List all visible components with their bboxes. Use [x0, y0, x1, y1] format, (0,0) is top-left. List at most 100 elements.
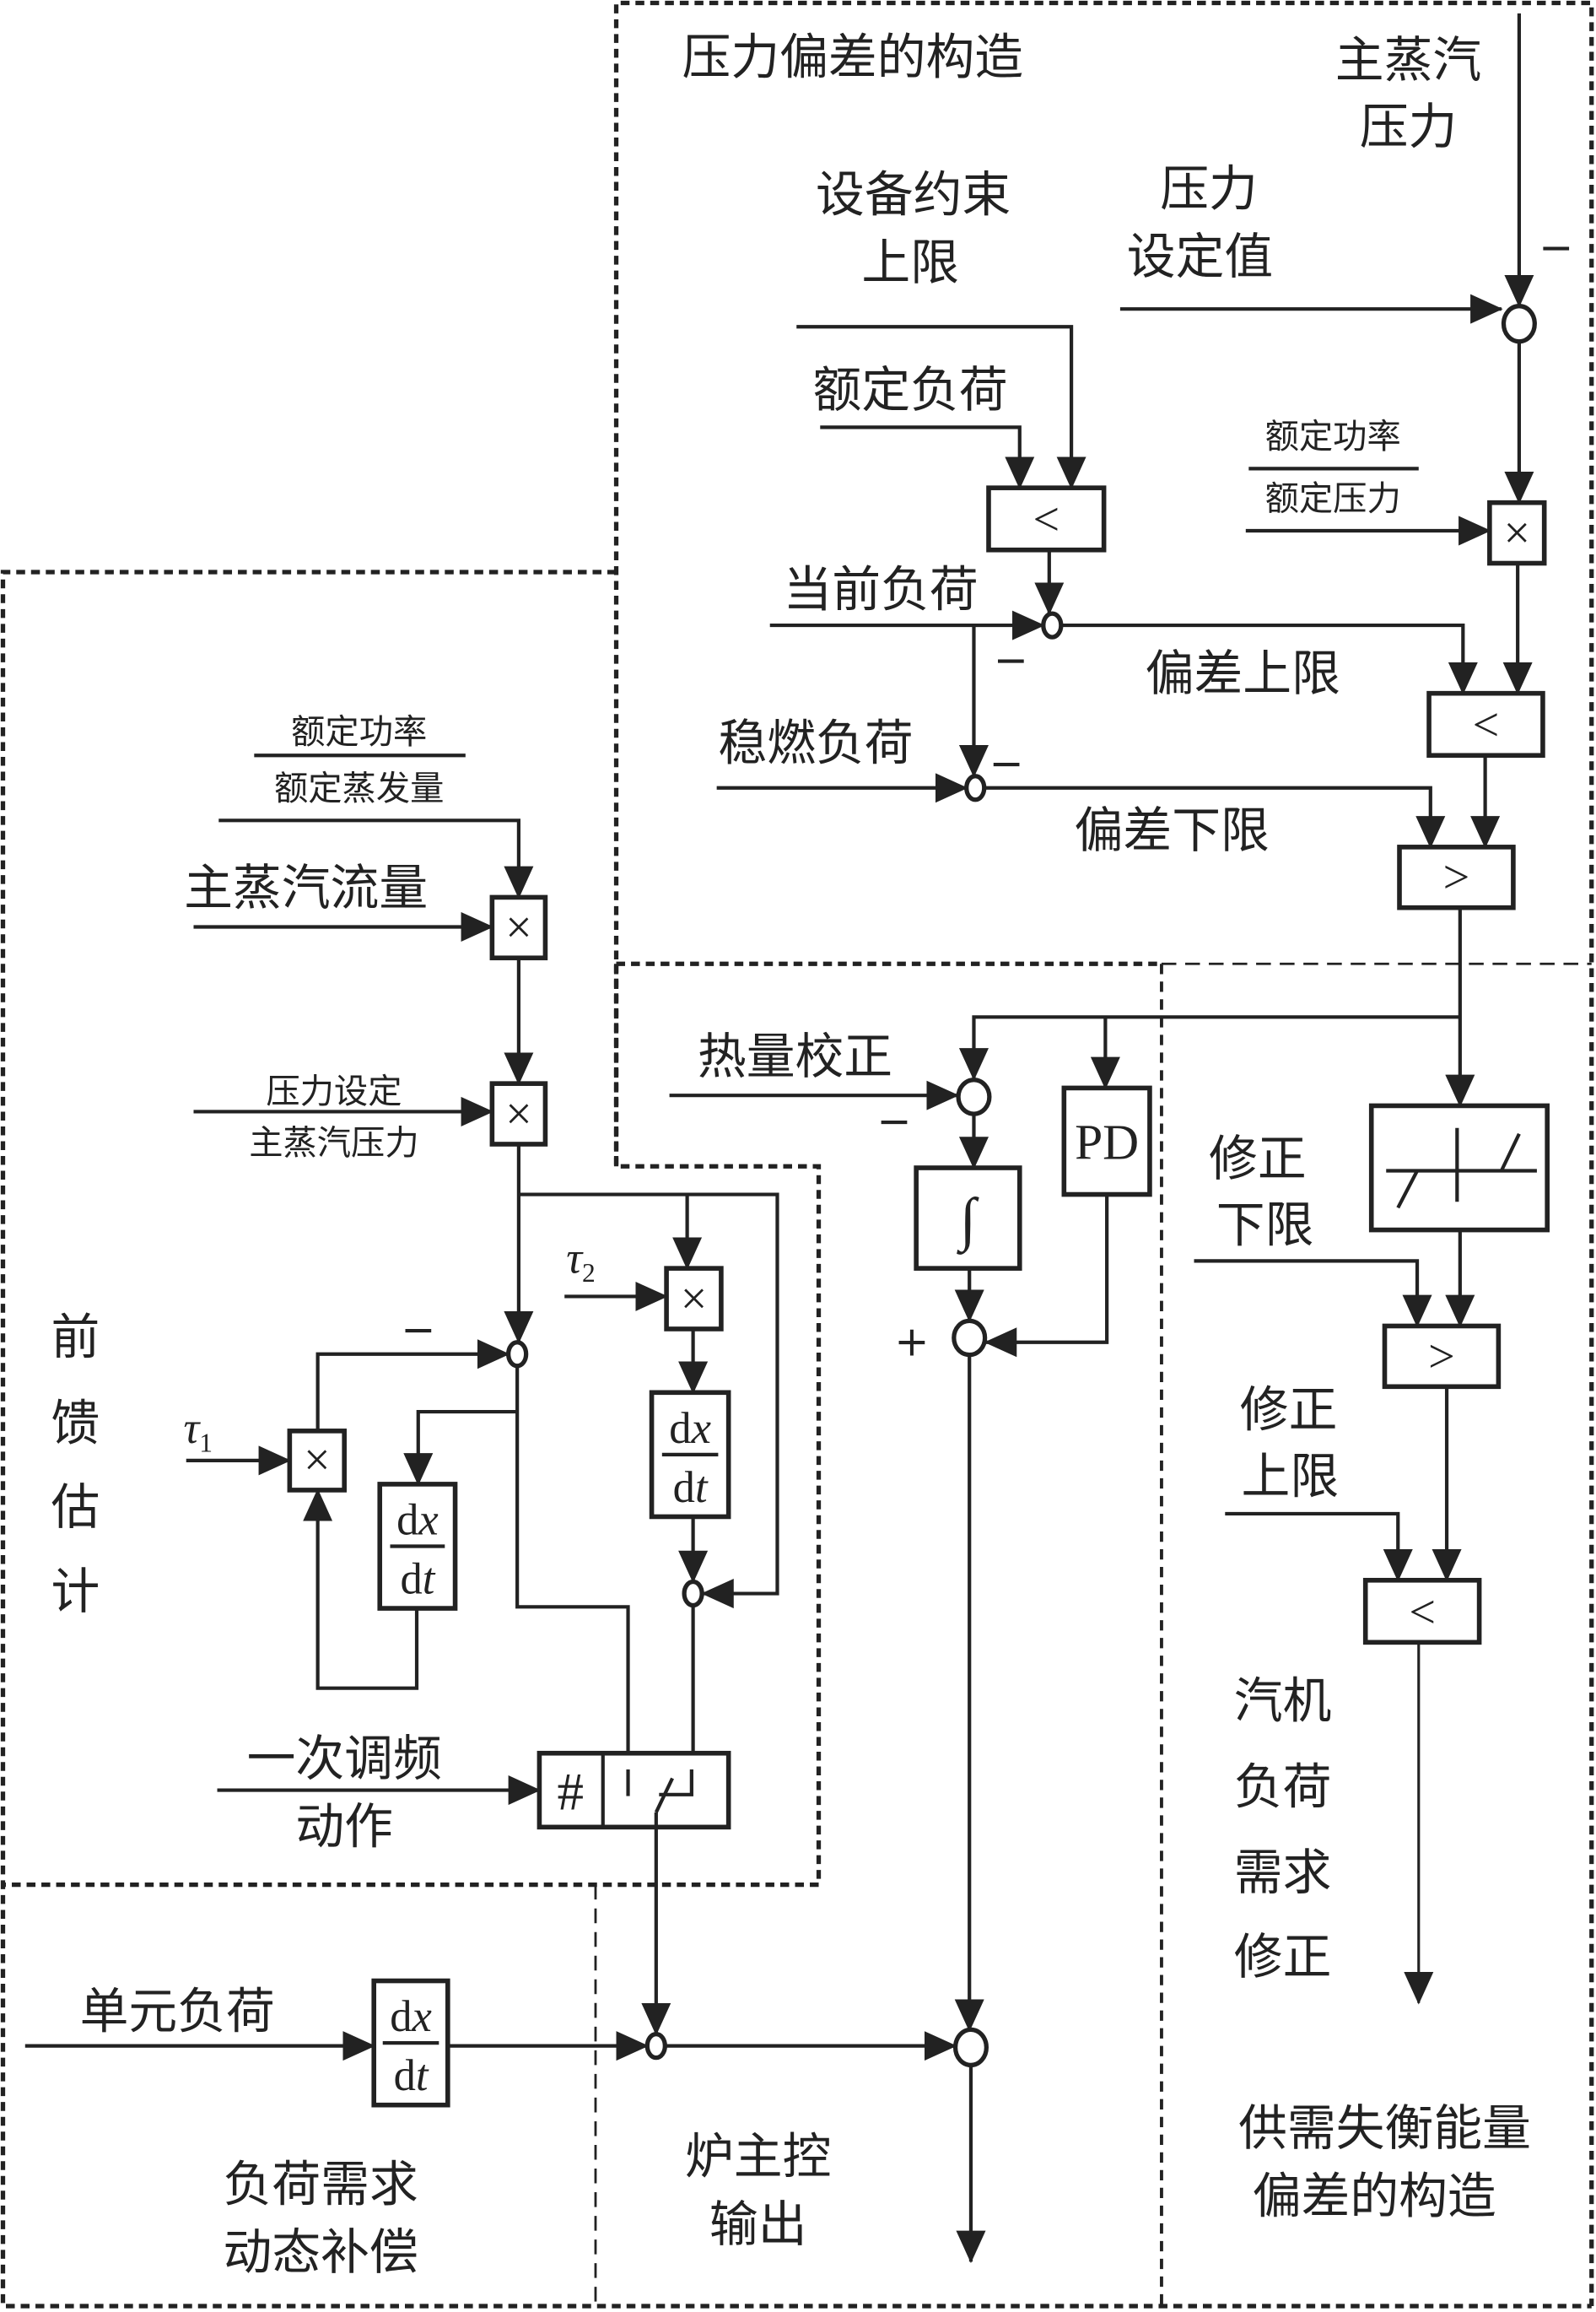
integrator-block	[914, 1165, 1022, 1271]
heat-summing-junction	[956, 1078, 992, 1116]
tau2-label: τ2	[566, 1234, 596, 1288]
derivative-denominator: dt	[394, 2051, 429, 2100]
derivative-denominator: dt	[673, 1463, 709, 1512]
upper-deviation-junction	[1041, 611, 1064, 640]
plus-sign: +	[894, 1317, 929, 1366]
pressure-multiply-block	[489, 1081, 548, 1147]
feedforward-region-border-outer	[0, 570, 1592, 2309]
main-steam-pressure-label-2: 压力	[1360, 98, 1458, 155]
rated-power-label: 额定功率	[1265, 417, 1401, 456]
min-symbol: <	[1473, 700, 1500, 752]
rated-load-signal	[820, 425, 1035, 489]
pressure-region-border	[613, 0, 1594, 2306]
max-symbol: >	[1443, 851, 1470, 904]
tau-subscript: 2	[582, 1258, 596, 1288]
boiler-master-title-2: 输出	[709, 2196, 807, 2253]
feedforward-region: 前 馈 估 计 额定功率 额定蒸发量 主蒸汽流量 × 压力设定 主蒸汽压力 × …	[51, 712, 779, 2036]
feedforward-region-border-inner	[3, 964, 822, 1888]
derivative-numerator: dx	[396, 1495, 439, 1544]
main-steam-flow-label: 主蒸汽流量	[184, 859, 428, 916]
upper-clamp-min-block	[1362, 1577, 1482, 1645]
derivative-block-left: dx dt	[377, 1482, 458, 1611]
primary-frequency-label-2: 动作	[295, 1798, 393, 1856]
correction-upper-limit-signal	[1225, 1511, 1413, 1582]
deviation-to-heat-junction	[958, 1015, 1460, 1081]
frequency-compensation-junction	[682, 1579, 704, 1608]
feedforward-title-char-2: 馈	[51, 1394, 100, 1451]
max-symbol: >	[1428, 1331, 1455, 1383]
minus-sign: −	[989, 739, 1023, 788]
equipment-limit-signal	[796, 325, 1086, 489]
boiler-master-title-1: 炉主控	[685, 2127, 831, 2185]
boiler-master-region: 热量校正 − ∫ PD + 炉主控 输出	[669, 1015, 1460, 2264]
minus-sign: −	[1539, 223, 1573, 272]
compensation-title-1: 负荷需求	[224, 2156, 418, 2213]
derivative-block-right: dx dt	[649, 1390, 731, 1520]
deviation-upper-label: 偏差上限	[1146, 645, 1340, 702]
ff-rated-power-label: 额定功率	[291, 712, 427, 752]
rated-load-label: 额定负荷	[813, 361, 1008, 419]
rated-pressure-label: 额定压力	[1265, 478, 1401, 518]
supply-demand-title-2: 偏差的构造	[1253, 2168, 1496, 2225]
pressure-setpoint-ratio-label: 压力设定	[266, 1072, 402, 1111]
lag-summing-junction	[506, 1340, 529, 1369]
load-demand-compensation-region: 单元负荷 dx dt 负荷需求 动态补偿	[24, 1978, 957, 2281]
compensation-title-2: 动态补偿	[224, 2223, 418, 2281]
minus-sign: −	[994, 635, 1028, 684]
min-symbol: <	[1409, 1586, 1436, 1639]
pressure-region-title: 压力偏差的构造	[682, 29, 1024, 86]
correction-lower-limit-signal	[1194, 1259, 1432, 1328]
tau-symbol: τ	[183, 1404, 201, 1453]
feedforward-title-char-1: 前	[51, 1309, 100, 1366]
correction-lower-limit-label-1: 修正	[1209, 1130, 1307, 1187]
turbine-correction-label-4: 修正	[1234, 1928, 1332, 1985]
selector-hash-symbol: #	[557, 1762, 584, 1821]
integral-symbol: ∫	[957, 1187, 979, 1255]
ff-rated-ratio-signal	[218, 818, 534, 899]
tau-symbol: τ	[566, 1234, 584, 1283]
lower-deviation-junction	[964, 774, 987, 802]
deviation-lower-label: 偏差下限	[1075, 802, 1270, 859]
equipment-limit-label-2: 上限	[861, 234, 959, 291]
tau1-feedback-signal	[315, 1339, 510, 1431]
unit-load-label: 单元负荷	[80, 1983, 275, 2040]
multiply-symbol: ×	[681, 1272, 708, 1325]
pressure-setpoint-label-1: 压力	[1160, 160, 1258, 218]
pressure-setpoint-label-2: 设定值	[1127, 228, 1273, 285]
deadband-right-slope	[1499, 1132, 1521, 1172]
derivative-denominator: dt	[400, 1555, 435, 1604]
lower-limit-max-block	[1397, 845, 1516, 910]
pressure-deviation-region: 压力偏差的构造 主蒸汽 压力 − 压力 设定值 额定功率 额定压力 × 设备约束…	[682, 13, 1573, 1108]
feedforward-title-char-3: 估	[51, 1478, 100, 1536]
pd-output	[984, 1194, 1109, 1358]
lower-clamp-max-block	[1382, 1323, 1502, 1390]
flow-multiply-block	[489, 894, 548, 961]
pressure-summing-junction	[1501, 304, 1537, 344]
main-steam-pressure-label-1: 主蒸汽	[1335, 31, 1481, 89]
tau-subscript: 1	[199, 1428, 213, 1457]
heat-correction-label: 热量校正	[698, 1028, 892, 1085]
derivative-numerator: dx	[669, 1404, 711, 1453]
main-steam-pressure-ratio-label: 主蒸汽压力	[249, 1123, 418, 1163]
boiler-output-junction	[952, 2027, 989, 2068]
minus-sign: −	[876, 1096, 911, 1145]
correction-upper-limit-label-1: 修正	[1240, 1381, 1338, 1439]
correction-upper-limit-label-2: 上限	[1242, 1447, 1340, 1504]
multiply-symbol: ×	[304, 1434, 331, 1486]
turbine-correction-label-2: 负荷	[1234, 1758, 1332, 1815]
pd-label: PD	[1075, 1115, 1139, 1170]
stable-combustion-load-label: 稳燃负荷	[718, 715, 913, 772]
current-load-label: 当前负荷	[784, 560, 979, 618]
deadband-left-slope	[1396, 1170, 1419, 1209]
lag-output-signal	[515, 1365, 630, 1753]
turbine-correction-label-1: 汽机	[1234, 1672, 1332, 1730]
derivative-numerator: dx	[390, 1992, 432, 2041]
energy-estimate-bypass	[518, 1192, 779, 1609]
feedforward-junction	[644, 2031, 667, 2061]
deviation-upper-signal	[1060, 623, 1478, 695]
pi-summing-junction	[952, 1318, 988, 1358]
derivative-loop-feedback	[303, 1488, 419, 1690]
supply-demand-region: 修正 下限 > 修正 上限 < 汽机 负荷 需求 修正 供需失衡能量 偏差的构造	[1194, 1103, 1550, 2225]
lag-output-to-derivative	[403, 1409, 518, 1486]
